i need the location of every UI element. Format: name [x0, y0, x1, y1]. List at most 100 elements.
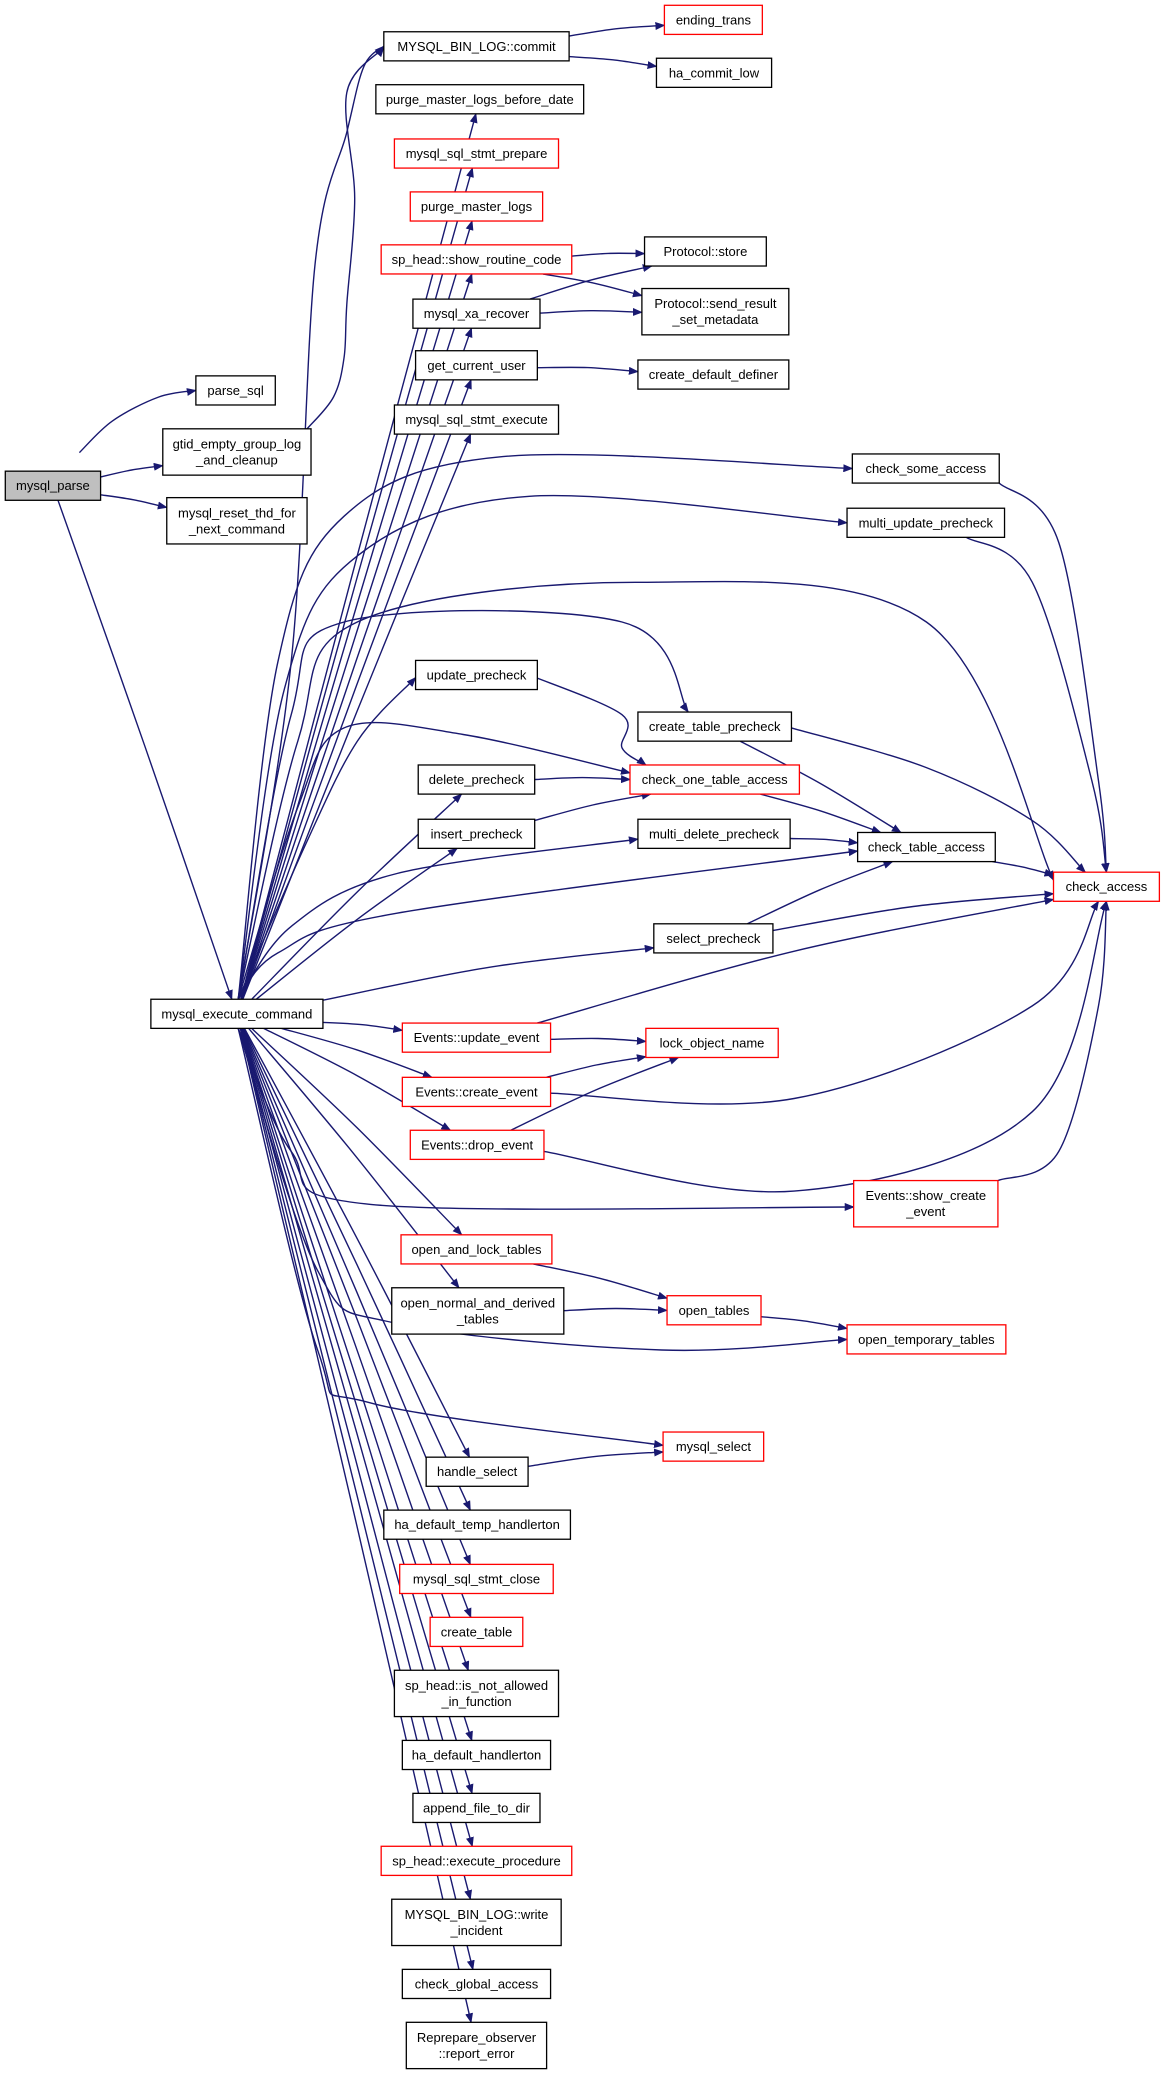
- node-label: check_one_table_access: [642, 772, 788, 787]
- node-open_and_lock_tables[interactable]: open_and_lock_tables: [400, 1234, 553, 1265]
- node-stmt_prepare[interactable]: mysql_sql_stmt_prepare: [393, 138, 560, 169]
- edge-mysql_execute_command-to-create_table_precheck: [237, 609, 689, 1000]
- node-label: check_global_access: [415, 1976, 539, 1991]
- node-select_precheck[interactable]: select_precheck: [653, 923, 774, 954]
- node-append_file_to_dir[interactable]: append_file_to_dir: [412, 1792, 541, 1824]
- node-ha_default_handlerton[interactable]: ha_default_handlerton: [401, 1739, 552, 1771]
- edge-open_normal_derived-to-open_tables: [563, 1306, 668, 1315]
- node-label: handle_select: [437, 1464, 518, 1479]
- node-check_some_access[interactable]: check_some_access: [851, 453, 1000, 484]
- node-check_access[interactable]: check_access: [1052, 871, 1161, 902]
- node-label: open_normal_and_derived_tables: [400, 1295, 555, 1326]
- node-label: sp_head::is_not_allowed_in_function: [405, 1678, 548, 1709]
- node-update_precheck[interactable]: update_precheck: [414, 659, 538, 691]
- node-stmt_close[interactable]: mysql_sql_stmt_close: [399, 1563, 554, 1595]
- node-xa_recover[interactable]: mysql_xa_recover: [412, 298, 541, 329]
- node-check_table_access[interactable]: check_table_access: [856, 831, 996, 863]
- node-label: mysql_parse: [16, 478, 90, 493]
- node-show_create_event[interactable]: Events::show_create_event: [853, 1179, 999, 1228]
- node-protocol_store[interactable]: Protocol::store: [643, 236, 767, 267]
- node-ha_default_temp[interactable]: ha_default_temp_handlerton: [383, 1509, 572, 1540]
- edge-delete_precheck-to-check_one_table_access: [534, 775, 631, 784]
- node-ha_commit_low[interactable]: ha_commit_low: [655, 57, 773, 89]
- node-label: ending_trans: [676, 12, 752, 27]
- node-stmt_execute[interactable]: mysql_sql_stmt_execute: [393, 404, 560, 435]
- node-is_not_allowed[interactable]: sp_head::is_not_allowed_in_function: [393, 1669, 560, 1718]
- node-label: Events::update_event: [414, 1030, 540, 1045]
- edge-open_tables-to-open_temporary_tables: [760, 1316, 848, 1331]
- edge-select_precheck-to-check_table_access: [747, 860, 894, 925]
- node-label: create_table_precheck: [649, 719, 781, 734]
- node-label: ha_default_handlerton: [412, 1748, 541, 1763]
- node-delete_precheck[interactable]: delete_precheck: [417, 764, 536, 795]
- node-gtid_empty[interactable]: gtid_empty_group_log_and_cleanup: [162, 428, 312, 476]
- node-get_current_user[interactable]: get_current_user: [414, 350, 538, 381]
- node-box: [645, 1027, 779, 1059]
- node-box: [856, 831, 996, 863]
- node-drop_event[interactable]: Events::drop_event: [409, 1129, 545, 1161]
- node-reprepare_observer[interactable]: Reprepare_observer::report_error: [405, 2021, 548, 2070]
- node-open_normal_derived[interactable]: open_normal_and_derived_tables: [391, 1287, 565, 1335]
- node-multi_delete_precheck[interactable]: multi_delete_precheck: [637, 818, 791, 850]
- node-open_tables[interactable]: open_tables: [666, 1295, 762, 1326]
- node-create_event[interactable]: Events::create_event: [401, 1076, 552, 1108]
- node-create_table[interactable]: create_table: [429, 1616, 524, 1648]
- node-mysql_parse[interactable]: mysql_parse: [4, 470, 102, 501]
- edge-mysql_execute_command-to-check_some_access: [237, 453, 854, 1000]
- node-label: sp_head::show_routine_code: [392, 252, 562, 267]
- node-box: [641, 287, 790, 336]
- node-show_routine_code[interactable]: sp_head::show_routine_code: [380, 244, 573, 275]
- edge-update_event-to-lock_object_name: [550, 1036, 647, 1045]
- node-parse_sql[interactable]: parse_sql: [195, 375, 276, 406]
- edge-mysql_execute_command-to-stmt_execute: [242, 433, 472, 1000]
- edge-mysql_execute_command-to-check_access: [237, 580, 1055, 1000]
- node-layer: mysql_parse parse_sql gtid_empty_group_log…: [4, 4, 1161, 2070]
- edge-mysql_parse-to-gtid_empty: [100, 462, 164, 478]
- node-execute_procedure[interactable]: sp_head::execute_procedure: [380, 1845, 573, 1877]
- node-update_event[interactable]: Events::update_event: [401, 1022, 552, 1053]
- node-send_result[interactable]: Protocol::send_result_set_metadata: [641, 287, 790, 336]
- edge-insert_precheck-to-check_one_table_access: [534, 791, 652, 822]
- node-label: Protocol::send_result_set_metadata: [654, 296, 777, 327]
- node-mysql_reset_thd[interactable]: mysql_reset_thd_for_next_command: [166, 496, 308, 545]
- edge-mysql_execute_command-to-ha_default_temp: [243, 1028, 471, 1512]
- node-box: [162, 428, 312, 476]
- edge-select_precheck-to-check_access: [772, 890, 1055, 932]
- node-handle_select[interactable]: handle_select: [425, 1456, 529, 1487]
- edge-mysql_execute_command-to-check_global_access: [239, 1028, 475, 1971]
- edge-update_precheck-to-check_one_table_access: [529, 674, 647, 766]
- node-open_temporary_tables[interactable]: open_temporary_tables: [846, 1324, 1007, 1355]
- node-label: mysql_sql_stmt_prepare: [406, 146, 548, 161]
- node-mysql_execute_command[interactable]: mysql_execute_command: [150, 998, 324, 1030]
- edge-get_current_user-to-create_default_definer: [537, 366, 639, 375]
- node-box: [150, 998, 324, 1030]
- node-lock_object_name[interactable]: lock_object_name: [645, 1027, 779, 1059]
- node-box: [409, 191, 544, 222]
- edge-open_and_lock_tables-to-open_tables: [533, 1263, 668, 1300]
- node-purge_master_logs[interactable]: purge_master_logs: [409, 191, 544, 222]
- node-create_table_precheck[interactable]: create_table_precheck: [637, 711, 793, 742]
- node-ending_trans[interactable]: ending_trans: [663, 4, 763, 36]
- node-label: Events::show_create_event: [865, 1188, 986, 1219]
- node-check_one_table_access[interactable]: check_one_table_access: [629, 764, 801, 795]
- node-label: multi_delete_precheck: [649, 826, 780, 841]
- node-label: Events::drop_event: [421, 1137, 533, 1152]
- node-label: update_precheck: [427, 668, 527, 683]
- edge-drop_event-to-lock_object_name: [510, 1056, 680, 1131]
- node-binlog_commit[interactable]: MYSQL_BIN_LOG::commit: [383, 31, 570, 62]
- node-insert_precheck[interactable]: insert_precheck: [417, 818, 536, 850]
- node-box: [663, 4, 763, 36]
- node-box: [853, 1179, 999, 1228]
- node-check_global_access[interactable]: check_global_access: [401, 1968, 552, 2000]
- node-multi_update_precheck[interactable]: multi_update_precheck: [846, 507, 1006, 538]
- node-box: [662, 1431, 765, 1462]
- node-purge_before_date[interactable]: purge_master_logs_before_date: [375, 84, 585, 115]
- node-label: insert_precheck: [431, 826, 523, 841]
- edge-mysql_execute_command-to-write_incident: [240, 1028, 472, 1901]
- node-mysql_select[interactable]: mysql_select: [662, 1431, 765, 1462]
- node-create_default_definer[interactable]: create_default_definer: [637, 359, 790, 390]
- node-write_incident[interactable]: MYSQL_BIN_LOG::write_incident: [391, 1898, 562, 1947]
- node-box: [429, 1616, 524, 1648]
- edge-mysql_execute_command-to-open_and_lock_tables: [251, 1027, 463, 1236]
